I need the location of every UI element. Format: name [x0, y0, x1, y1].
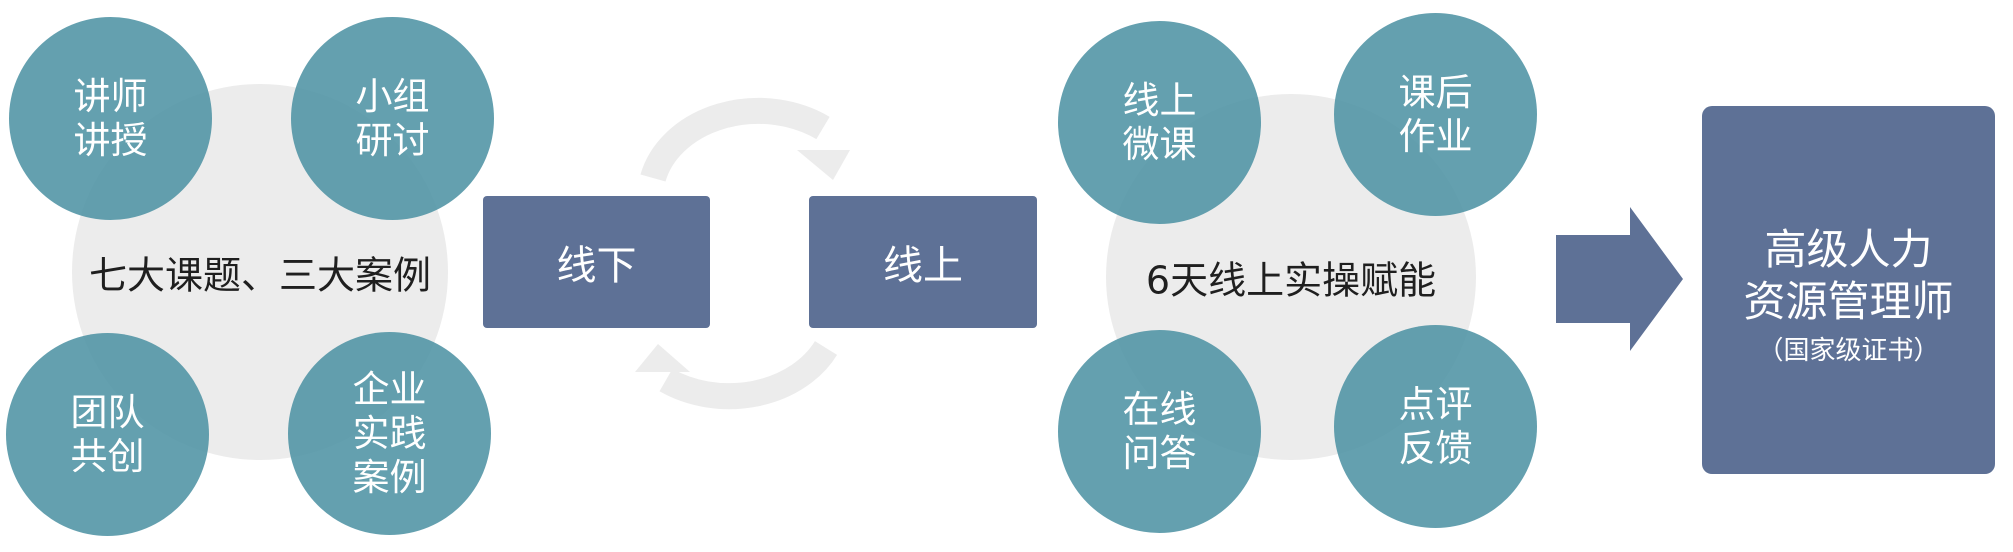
node-group-discussion: 小组 研讨 [291, 17, 494, 220]
cycle-arrow-bottom-arc [659, 340, 838, 410]
online-label: 线上 [883, 243, 963, 289]
node-team-cocreation: 团队 共创 [6, 333, 209, 536]
left-hub-label: 七大课题、三大案例 [88, 253, 431, 298]
certificate-subtitle: （国家级证书） [1757, 336, 1940, 366]
node-label: 讲师 讲授 [73, 74, 148, 162]
node-lecturer-teaching: 讲师 讲授 [9, 17, 212, 220]
node-label: 团队 共创 [70, 390, 145, 478]
node-online-microcourse: 线上 微课 [1058, 21, 1261, 224]
node-label: 小组 研讨 [355, 74, 430, 162]
node-enterprise-case: 企业 实践 案例 [288, 332, 491, 535]
cycle-arrow-top-head [797, 150, 850, 180]
offline-box: 线下 [483, 196, 710, 328]
node-label: 企业 实践 案例 [352, 367, 427, 499]
offline-label: 线下 [556, 243, 637, 289]
certificate-title: 高级人力 资源管理师 [1743, 225, 1954, 326]
node-after-class-homework: 课后 作业 [1334, 13, 1537, 216]
node-label: 课后 作业 [1398, 70, 1473, 158]
online-box: 线上 [809, 196, 1037, 328]
cycle-arrow-top-arc [640, 97, 830, 182]
node-review-feedback: 点评 反馈 [1334, 325, 1537, 528]
node-online-qa: 在线 问答 [1058, 330, 1261, 533]
node-label: 点评 反馈 [1398, 382, 1473, 470]
node-label: 在线 问答 [1122, 387, 1197, 475]
right-hub-label: 6天线上实操赋能 [1145, 258, 1437, 303]
certificate-box: 高级人力 资源管理师 （国家级证书） [1702, 106, 1995, 474]
node-label: 线上 微课 [1122, 78, 1197, 166]
cycle-arrow-bottom-head [635, 344, 690, 372]
